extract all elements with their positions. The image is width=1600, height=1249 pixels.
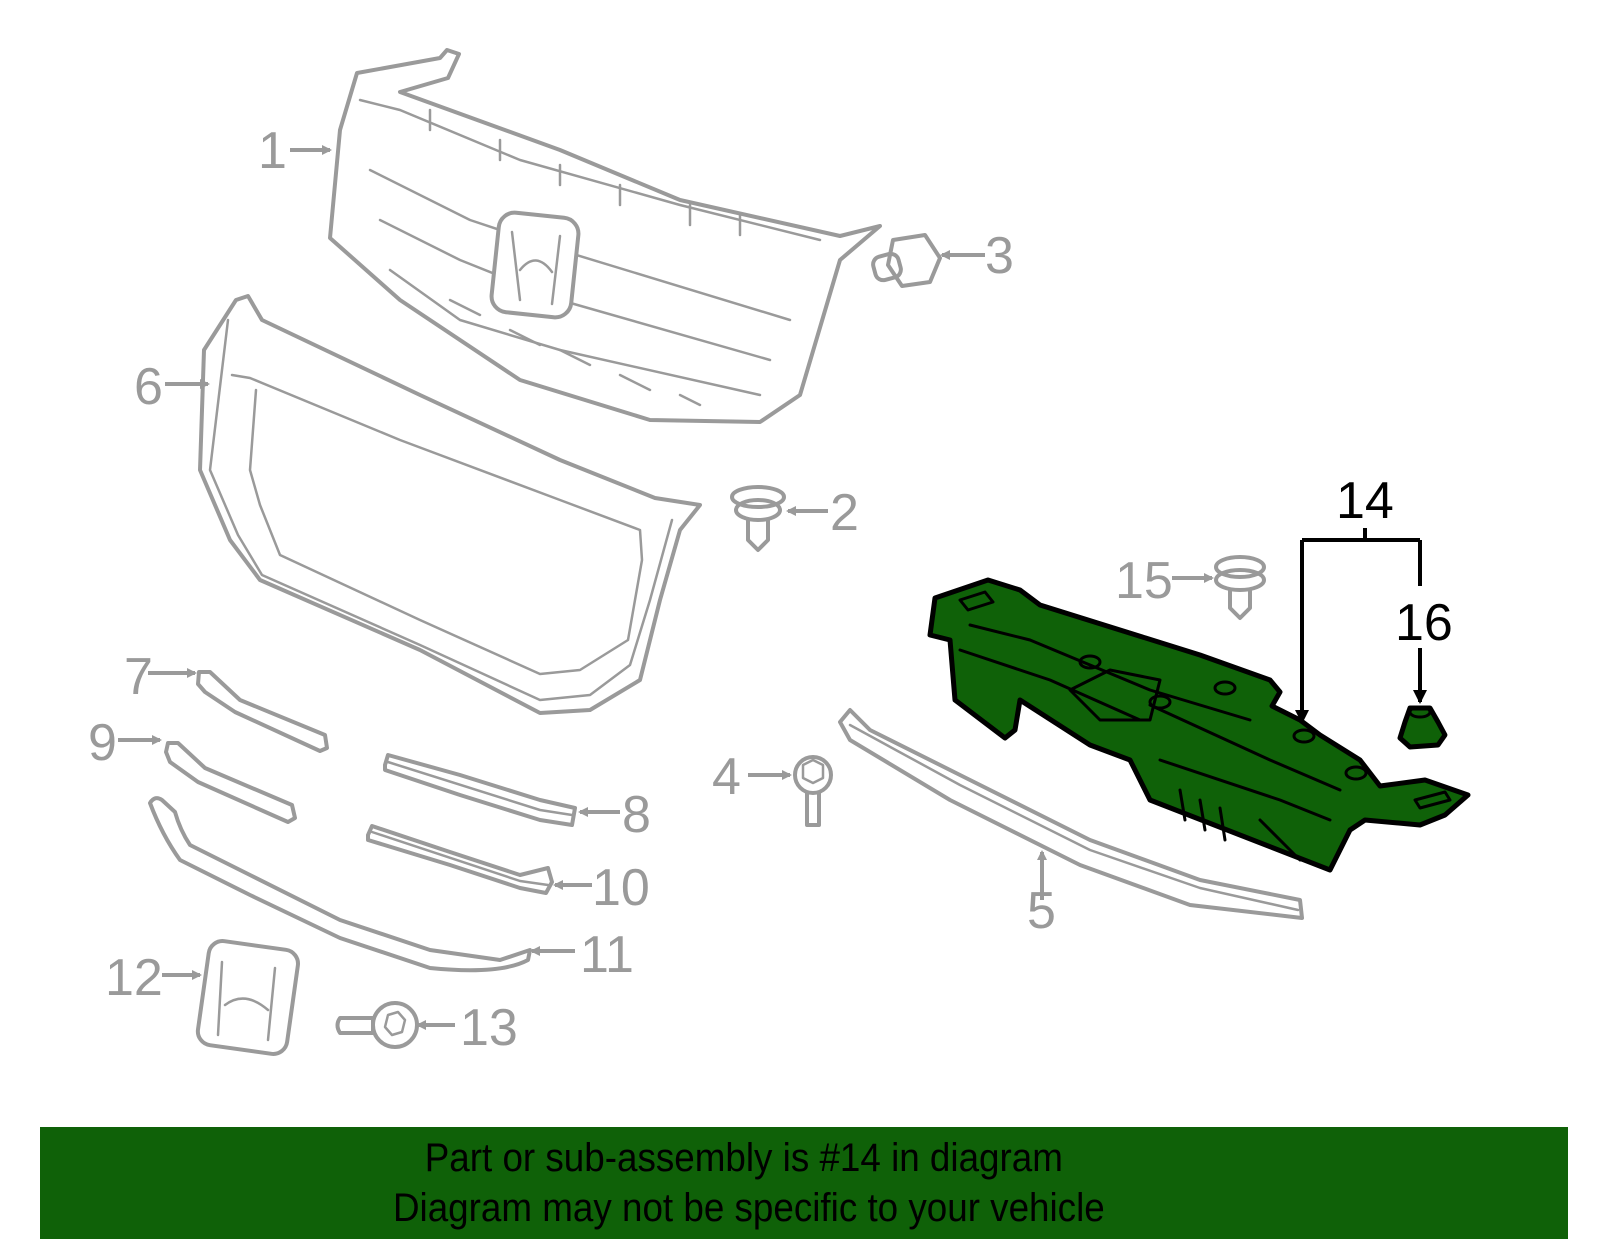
svg-text:1: 1 [258,122,287,180]
part-9-molding[interactable] [164,741,297,824]
part-3-screw[interactable] [871,233,942,288]
svg-text:15: 15 [1115,552,1173,610]
callout-7: 7 [124,648,197,706]
callout-10: 10 [553,859,650,917]
svg-text:4: 4 [712,748,741,806]
callout-13: 13 [416,999,518,1057]
part-14-upper-support[interactable] [927,577,1471,873]
callout-3: 3 [940,227,1014,285]
part-10-molding[interactable] [366,824,554,895]
part-8-molding[interactable] [383,753,577,827]
svg-text:12: 12 [105,949,163,1007]
svg-text:3: 3 [985,227,1014,285]
callout-14: 14 [1295,472,1422,724]
part-11-lower-trim[interactable] [148,796,532,973]
callout-15: 15 [1115,552,1214,610]
callout-4: 4 [712,748,792,806]
svg-text:9: 9 [88,714,117,772]
svg-text:13: 13 [460,999,518,1057]
svg-text:14: 14 [1336,472,1394,530]
svg-text:8: 8 [622,786,651,844]
banner-disclaimer: Diagram may not be specific to your vehi… [393,1186,1105,1230]
svg-text:5: 5 [1027,882,1056,940]
banner-part-notice: Part or sub-assembly is #14 in diagram [424,1136,1064,1180]
part-12-emblem[interactable] [195,939,300,1056]
part-1-grille[interactable] [328,48,882,424]
svg-text:2: 2 [830,484,859,542]
svg-text:6: 6 [134,358,163,416]
part-15-clip[interactable] [1214,555,1266,620]
callout-11: 11 [530,926,634,984]
svg-text:10: 10 [592,859,650,917]
part-16-nut[interactable]: 16 [1395,594,1453,750]
callout-12: 12 [105,949,202,1007]
part-13-screw[interactable] [335,1001,419,1049]
part-2-clip[interactable] [730,485,786,552]
callout-8: 8 [578,786,651,844]
info-banner: Part or sub-assembly is #14 in diagram D… [40,1127,1568,1239]
callout-9: 9 [88,714,162,772]
svg-text:7: 7 [124,648,153,706]
callout-6: 6 [134,358,210,416]
callout-2: 2 [786,484,859,542]
svg-text:11: 11 [580,926,634,984]
part-7-molding[interactable] [196,670,329,753]
part-4-bolt[interactable] [793,755,833,827]
svg-text:16: 16 [1395,594,1453,652]
callout-5: 5 [1027,850,1056,940]
part-6-surround-molding[interactable] [198,294,702,715]
part-5-seal-strip[interactable] [838,708,1304,920]
callout-1: 1 [258,122,332,180]
